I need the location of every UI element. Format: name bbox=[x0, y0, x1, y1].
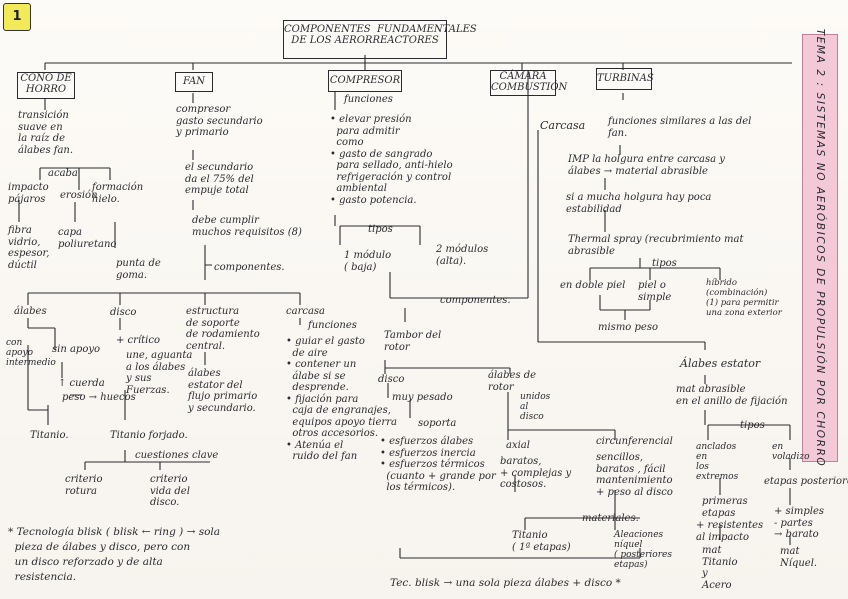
main-title-box: COMPONENTES FUNDAMENTALES DE LOS AERORRE… bbox=[283, 20, 477, 59]
page-number-badge: 1 bbox=[3, 3, 31, 31]
compresor-axial-detalle: baratos, + complejas y costosos. bbox=[500, 456, 572, 490]
fan-componentes-label: componentes. bbox=[214, 262, 285, 273]
fan-criterio-vida: criterio vida del disco. bbox=[150, 474, 190, 508]
fan-alabes: álabes bbox=[14, 306, 47, 317]
cono-description: transición suave en la raíz de álabes fa… bbox=[18, 110, 74, 156]
turbina-titanio-acero: mat Titanio y Acero bbox=[702, 545, 738, 591]
compresor-soporta: soporta bbox=[418, 418, 457, 429]
compresor-titanio: Titanio ( 1ª etapas) bbox=[512, 530, 571, 553]
compresor-circunferencial: circunferencial bbox=[596, 436, 673, 447]
turbina-anclados: anclados en los extremos bbox=[696, 442, 739, 482]
blisk-note-2: Tec. blisk → una sola pieza álabes + dis… bbox=[390, 577, 621, 589]
fan-requisitos: debe cumplir muchos requisitos (8) bbox=[192, 215, 302, 238]
compresor-esfuerzos: • esfuerzos álabes • esfuerzos inercia •… bbox=[380, 436, 496, 493]
compresor-componentes-label: componentes. bbox=[440, 295, 511, 306]
camara-combustion-box: CÁMARA COMBUSTIÓN bbox=[490, 70, 567, 96]
compresor-axial: axial bbox=[506, 440, 530, 451]
fan-carcasa: carcasa bbox=[286, 306, 325, 317]
cono-capa-poliuretano: capa poliuretano bbox=[58, 227, 117, 250]
compresor-box: COMPRESOR bbox=[328, 70, 402, 92]
turbina-thermal-spray: Thermal spray (recubrimiento mat abrasib… bbox=[568, 234, 744, 257]
fan-estructura-soporte: estructura de soporte de rodamiento cent… bbox=[186, 306, 260, 352]
compresor-niquel: Aleaciones níquel ( posteriores etapas) bbox=[614, 530, 672, 570]
fan-peso-huecos: peso → huecos bbox=[62, 392, 136, 403]
fan-alabes-con-apoyo: con apoyo intermedio bbox=[6, 338, 56, 368]
compresor-1-modulo: 1 módulo ( baja) bbox=[344, 250, 392, 273]
compresor-unidos-disco: unidos al disco bbox=[520, 392, 551, 422]
fan-disco-une: une, aguanta a los álabes y sus Fuerzas. bbox=[126, 350, 193, 396]
turbina-holgura: IMP la holgura entre carcasa y álabes → … bbox=[568, 154, 725, 177]
fan-cuerda: ↑ cuerda bbox=[58, 378, 105, 389]
fan-titanio-forjado: Titanio forjado. bbox=[110, 430, 188, 441]
turbina-tipos: tipos bbox=[652, 258, 677, 269]
fan-box: FAN bbox=[175, 72, 213, 92]
fan-alabes-sin-apoyo: sin apoyo bbox=[52, 344, 101, 355]
compresor-disco-pesado: muy pesado bbox=[392, 392, 453, 403]
turbina-niquel: mat Níquel. bbox=[780, 546, 818, 569]
compresor-funciones-list: • elevar presión para admitir como • gas… bbox=[330, 114, 453, 206]
cono-de-horro-box: CONO DE HORRO bbox=[17, 72, 75, 99]
compresor-alabes-rotor: álabes de rotor bbox=[488, 370, 537, 393]
compresor-tipos: tipos bbox=[368, 224, 393, 235]
cono-fibra-vidrio: fibra vidrio, espesor, dúctil bbox=[8, 225, 50, 271]
turbina-mat-abrasible: mat abrasible en el anillo de fijación bbox=[676, 384, 788, 407]
fan-titanio: Titanio. bbox=[30, 430, 69, 441]
turbina-carcasa: Carcasa bbox=[540, 119, 586, 132]
turbina-doble-piel: en doble piel bbox=[560, 280, 626, 291]
fan-disco-critico: + crítico bbox=[116, 335, 160, 346]
cono-erosion: erosión bbox=[60, 190, 98, 201]
fan-disco: disco bbox=[110, 307, 137, 318]
compresor-tambor-rotor: Tambor del rotor bbox=[384, 330, 442, 353]
fan-secundario: el secundario da el 75% del empuje total bbox=[185, 162, 254, 196]
turbina-primeras-etapas: primeras etapas bbox=[702, 496, 748, 519]
cono-formacion-hielo: formación hielo. bbox=[92, 182, 144, 205]
turbina-estabilidad: si a mucha holgura hay poca estabilidad bbox=[566, 192, 712, 215]
fan-criterio-rotura: criterio rotura bbox=[65, 474, 103, 497]
cono-acaba-label: acaba bbox=[48, 168, 78, 179]
turbina-alabes-estator: Álabes estator bbox=[680, 357, 761, 370]
fan-carcasa-list: • guiar el gasto de aire • contener un á… bbox=[286, 336, 397, 462]
fan-description: compresor gasto secundario y primario bbox=[176, 104, 263, 138]
turbina-carcasa-funciones: funciones similares a las del fan. bbox=[608, 116, 752, 139]
blisk-note: * Tecnología blisk ( blisk ← ring ) → so… bbox=[8, 526, 221, 583]
turbina-simples-barato: + simples - partes → barato bbox=[774, 506, 825, 540]
fan-cuestiones-clave: cuestiones clave bbox=[135, 450, 219, 461]
compresor-2-modulos: 2 módulos (alta). bbox=[436, 244, 489, 267]
turbina-voladizo: en voladizo bbox=[772, 442, 810, 462]
turbinas-box: TURBINAS bbox=[596, 68, 654, 90]
compresor-circ-detalle: sencillos, baratos , fácil mantenimiento… bbox=[596, 452, 673, 498]
compresor-materiales: materiales. bbox=[582, 513, 639, 524]
fan-alabes-estator: álabes estator del flujo primario y secu… bbox=[188, 368, 258, 414]
turbina-piel-simple: piel o simple bbox=[638, 280, 672, 303]
turbina-hibrido: híbrido (combinación) (1) para permitir … bbox=[706, 278, 782, 318]
cono-impacto: impacto pájaros bbox=[8, 182, 49, 205]
topic-side-banner: TEMA 2 : SISTEMAS NO AERÓBICOS DE PROPUL… bbox=[802, 29, 838, 467]
compresor-disco: disco bbox=[378, 374, 405, 385]
fan-carcasa-funciones: funciones bbox=[308, 320, 357, 331]
turbina-resistentes: + resistentes al impacto bbox=[696, 520, 764, 543]
compresor-funciones: funciones bbox=[344, 94, 393, 105]
cono-punta-goma: punta de goma. bbox=[116, 258, 161, 281]
turbina-mismo-peso: mismo peso bbox=[598, 322, 658, 333]
turbina-tipos-2: tipos bbox=[740, 420, 765, 431]
turbina-etapas-posteriores: etapas posteriores bbox=[764, 476, 848, 487]
